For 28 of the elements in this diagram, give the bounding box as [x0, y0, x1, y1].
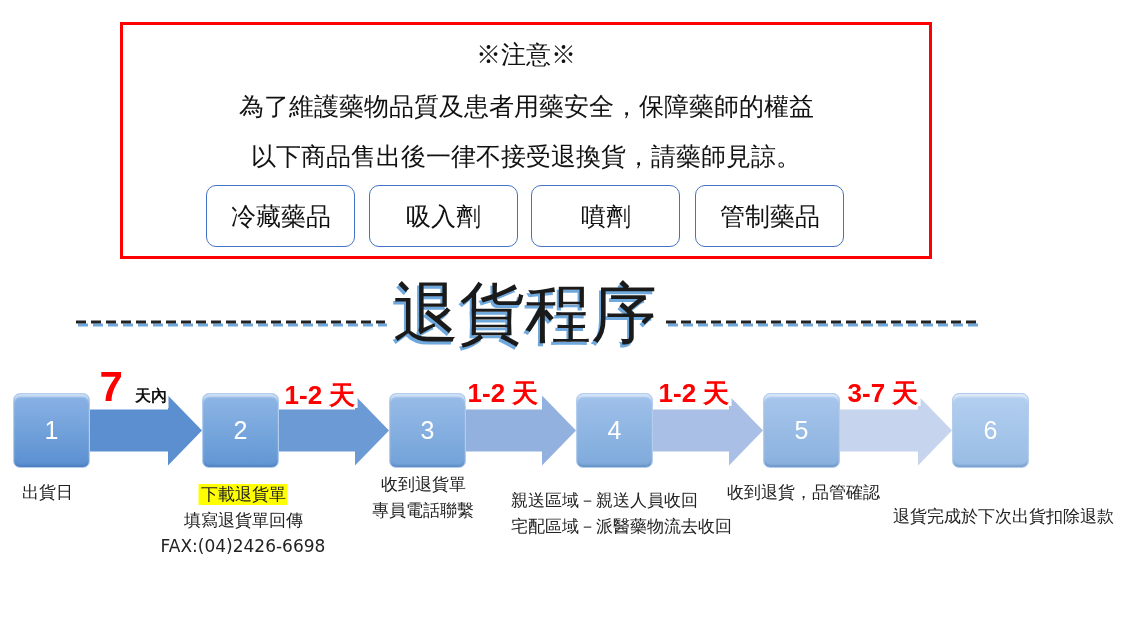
category-box: 冷藏藥品 — [206, 185, 355, 247]
edge-label: 3-7 天 — [845, 380, 921, 406]
category-box: 噴劑 — [531, 185, 680, 247]
step-caption: 專員電話聯繫 — [372, 500, 474, 521]
step-caption: 退貨完成於下次出貨扣除退款 — [893, 506, 1114, 527]
step-caption: 填寫退貨單回傳 — [183, 510, 303, 531]
notice-box — [120, 22, 932, 259]
step-caption: 親送區域－親送人員收回 — [511, 490, 698, 511]
block-arrow — [466, 395, 576, 466]
notice-text: 為了維護藥物品質及患者用藥安全，保障藥師的權益 — [238, 92, 814, 122]
notice-heading: ※注意※ — [476, 40, 576, 70]
step-caption: 宅配區域－派醫藥物流去收回 — [511, 516, 732, 537]
highlighted-text: 下載退貨單 — [198, 484, 288, 505]
notice-text: 以下商品售出後一律不接受退換貨，請藥師見諒。 — [251, 142, 801, 172]
step-box: 4 — [576, 393, 653, 468]
step-box: 5 — [763, 393, 840, 468]
step-caption: 收到退貨單 — [380, 474, 466, 495]
step-box: 2 — [202, 393, 279, 468]
step-caption: 收到退貨，品管確認 — [727, 482, 880, 503]
step-box: 1 — [13, 393, 90, 468]
category-box: 管制藥品 — [695, 185, 844, 247]
diagram-title: 退貨程序 — [393, 281, 657, 347]
step-caption: FAX:(04)2426-6698 — [160, 536, 326, 557]
category-box: 吸入劑 — [369, 185, 518, 247]
step-box: 6 — [952, 393, 1029, 468]
step-caption: 出貨日 — [22, 482, 73, 503]
step-box: 3 — [389, 393, 466, 468]
block-arrow — [90, 395, 202, 466]
